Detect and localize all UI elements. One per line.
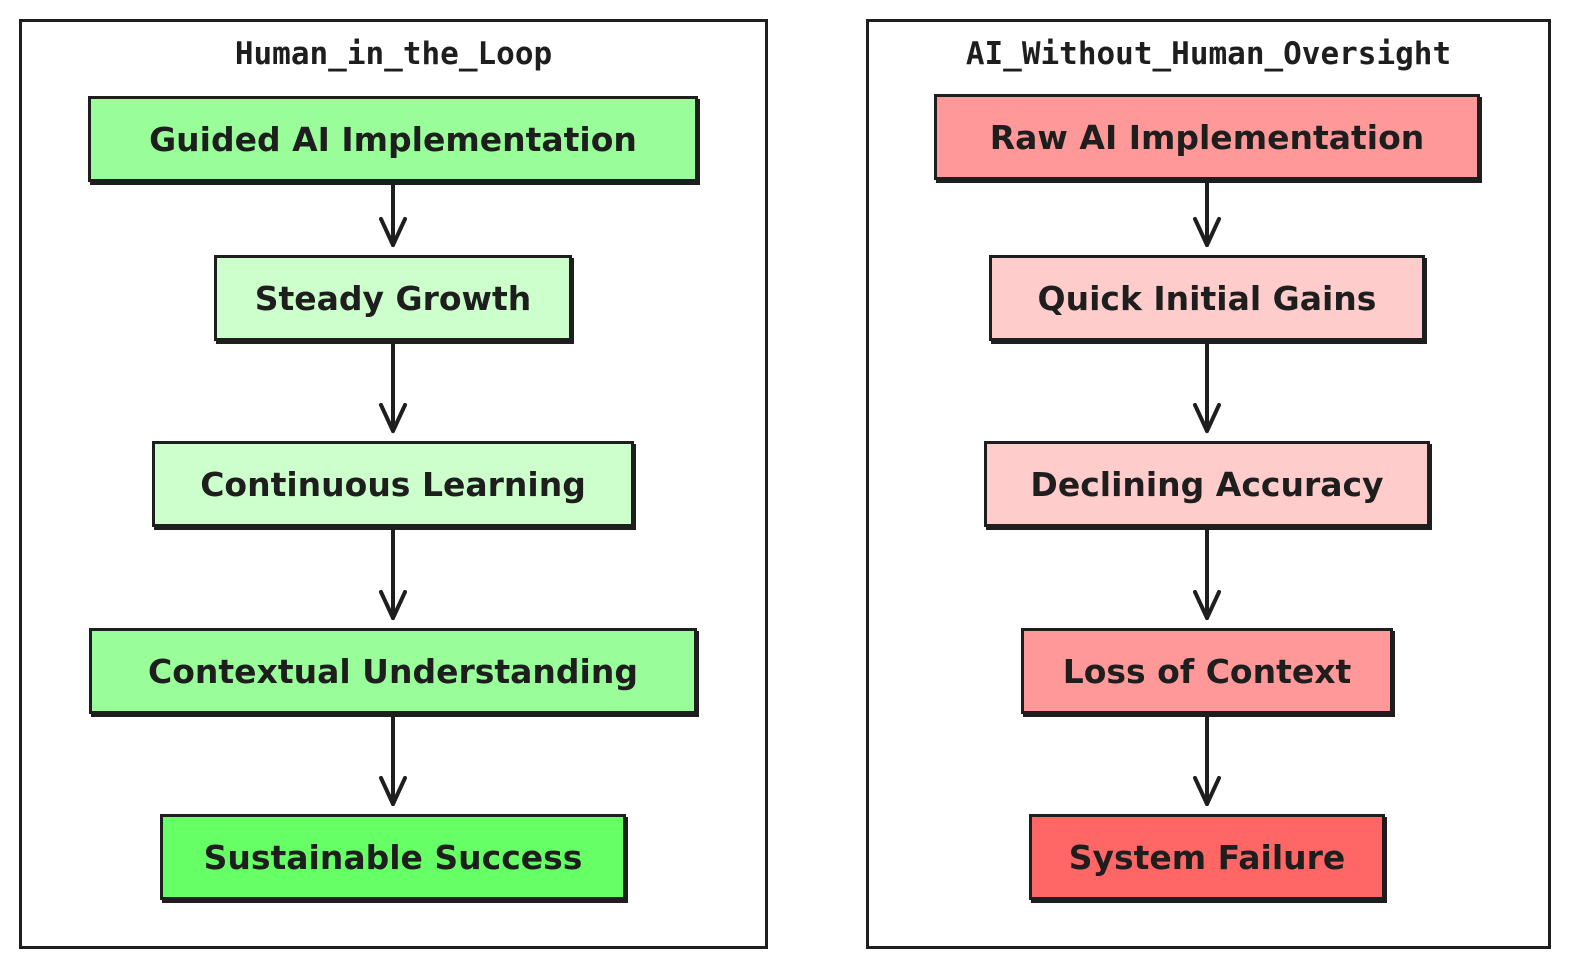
panel-title-human-in-the-loop: Human_in_the_Loop: [234, 36, 553, 72]
node-raw-ai-implementation: Raw AI Implementation: [934, 94, 1480, 180]
node-guided-ai-implementation: Guided AI Implementation: [88, 96, 698, 182]
node-declining-accuracy: Declining Accuracy: [984, 441, 1430, 527]
node-contextual-understanding: Contextual Understanding: [89, 628, 697, 714]
node-quick-initial-gains: Quick Initial Gains: [989, 255, 1425, 341]
node-steady-growth: Steady Growth: [214, 255, 572, 341]
node-loss-of-context: Loss of Context: [1021, 628, 1393, 714]
node-sustainable-success: Sustainable Success: [160, 814, 626, 900]
node-system-failure: System Failure: [1029, 814, 1385, 900]
node-continuous-learning: Continuous Learning: [152, 441, 634, 527]
panel-title-ai-without-oversight: AI_Without_Human_Oversight: [965, 36, 1452, 72]
